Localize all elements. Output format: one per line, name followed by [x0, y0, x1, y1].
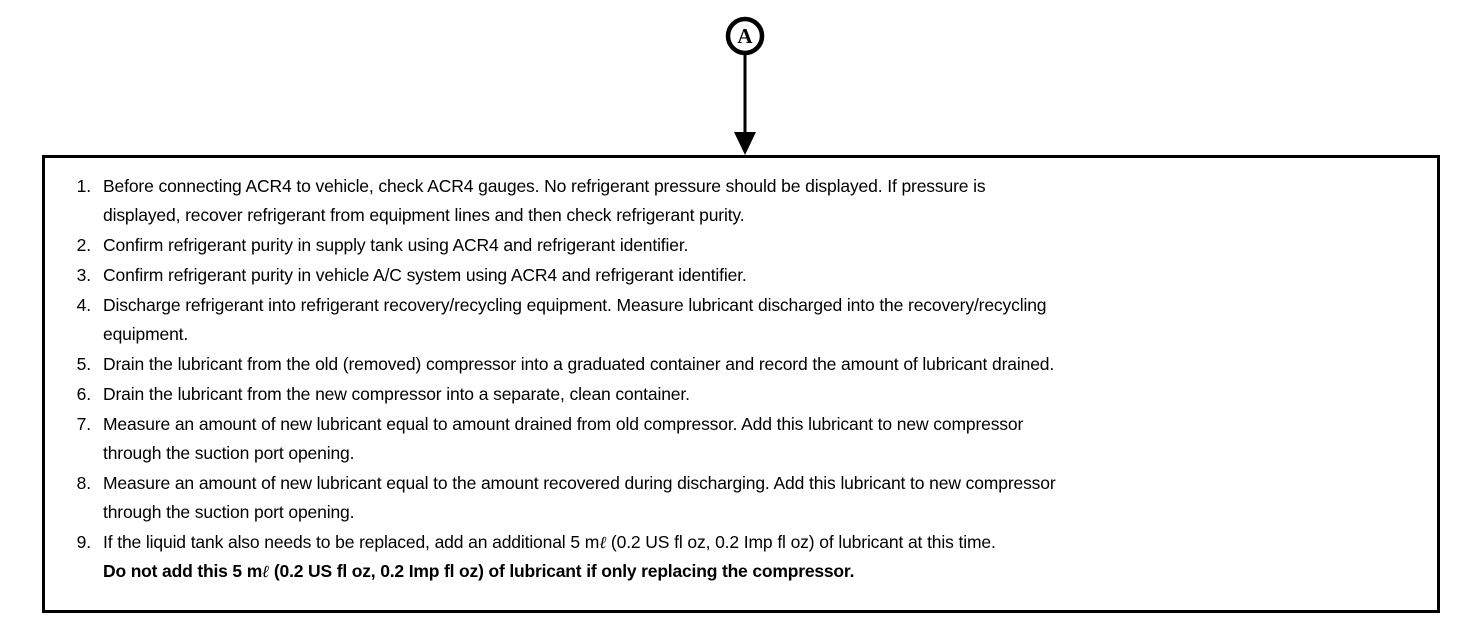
step-text-line: Confirm refrigerant purity in vehicle A/…	[103, 265, 747, 285]
step-number: 9.	[76, 532, 92, 552]
procedure-step: 6. Drain the lubricant from the new compr…	[57, 380, 1427, 409]
step-text-line: through the suction port opening.	[103, 502, 355, 522]
millilitre-ell-glyph: ℓ	[262, 562, 270, 581]
step-number: 7.	[76, 414, 92, 434]
procedure-step: 7. Measure an amount of new lubricant equ…	[57, 410, 1427, 468]
step-text: Confirm refrigerant purity in vehicle A/…	[103, 261, 1427, 290]
step-text-line: equipment.	[103, 324, 189, 344]
step-number: 2.	[76, 235, 92, 255]
procedure-steps-list: 1. Before connecting ACR4 to vehicle, che…	[45, 158, 1437, 586]
step-text-line: Measure an amount of new lubricant equal…	[103, 473, 1056, 493]
callout-group: A	[0, 0, 1472, 160]
procedure-box: 1. Before connecting ACR4 to vehicle, che…	[42, 155, 1440, 613]
procedure-step: 8. Measure an amount of new lubricant equ…	[57, 469, 1427, 527]
step-text: Drain the lubricant from the old (remove…	[103, 350, 1427, 379]
step-text-line: Measure an amount of new lubricant equal…	[103, 414, 1024, 434]
step-number: 1.	[76, 176, 92, 196]
step-text-line: through the suction port opening.	[103, 443, 355, 463]
step-text-line: Drain the lubricant from the new compres…	[103, 384, 690, 404]
step-number: 5.	[76, 354, 92, 374]
step-text: If the liquid tank also needs to be repl…	[103, 528, 1427, 586]
step-text-line: Discharge refrigerant into refrigerant r…	[103, 295, 1047, 315]
step-text-line: Confirm refrigerant purity in supply tan…	[103, 235, 689, 255]
step-text-line: Do not add this 5 mℓ (0.2 US fl oz, 0.2 …	[103, 561, 855, 581]
step-text-line: displayed, recover refrigerant from equi…	[103, 205, 745, 225]
procedure-step: 1. Before connecting ACR4 to vehicle, che…	[57, 172, 1427, 230]
step-text-line: If the liquid tank also needs to be repl…	[103, 532, 996, 552]
procedure-step: 5. Drain the lubricant from the old (remo…	[57, 350, 1427, 379]
step-text: Drain the lubricant from the new compres…	[103, 380, 1427, 409]
step-number: 8.	[76, 473, 92, 493]
step-text-line: Before connecting ACR4 to vehicle, check…	[103, 176, 986, 196]
callout-arrowhead-icon	[734, 132, 756, 155]
step-text: Measure an amount of new lubricant equal…	[103, 410, 1427, 468]
callout-leader-svg	[725, 16, 765, 155]
step-number: 4.	[76, 295, 92, 315]
step-number: 6.	[76, 384, 92, 404]
procedure-step: 4. Discharge refrigerant into refrigerant…	[57, 291, 1427, 349]
procedure-step: 9. If the liquid tank also needs to be re…	[57, 528, 1427, 586]
step-text-line: Drain the lubricant from the old (remove…	[103, 354, 1055, 374]
callout-circle	[725, 16, 765, 56]
step-text: Before connecting ACR4 to vehicle, check…	[103, 172, 1427, 230]
procedure-step: 2. Confirm refrigerant purity in supply t…	[57, 231, 1427, 260]
millilitre-ell-glyph: ℓ	[599, 533, 607, 552]
step-text: Confirm refrigerant purity in supply tan…	[103, 231, 1427, 260]
step-number: 3.	[76, 265, 92, 285]
procedure-step: 3. Confirm refrigerant purity in vehicle …	[57, 261, 1427, 290]
step-text: Measure an amount of new lubricant equal…	[103, 469, 1427, 527]
step-text: Discharge refrigerant into refrigerant r…	[103, 291, 1427, 349]
